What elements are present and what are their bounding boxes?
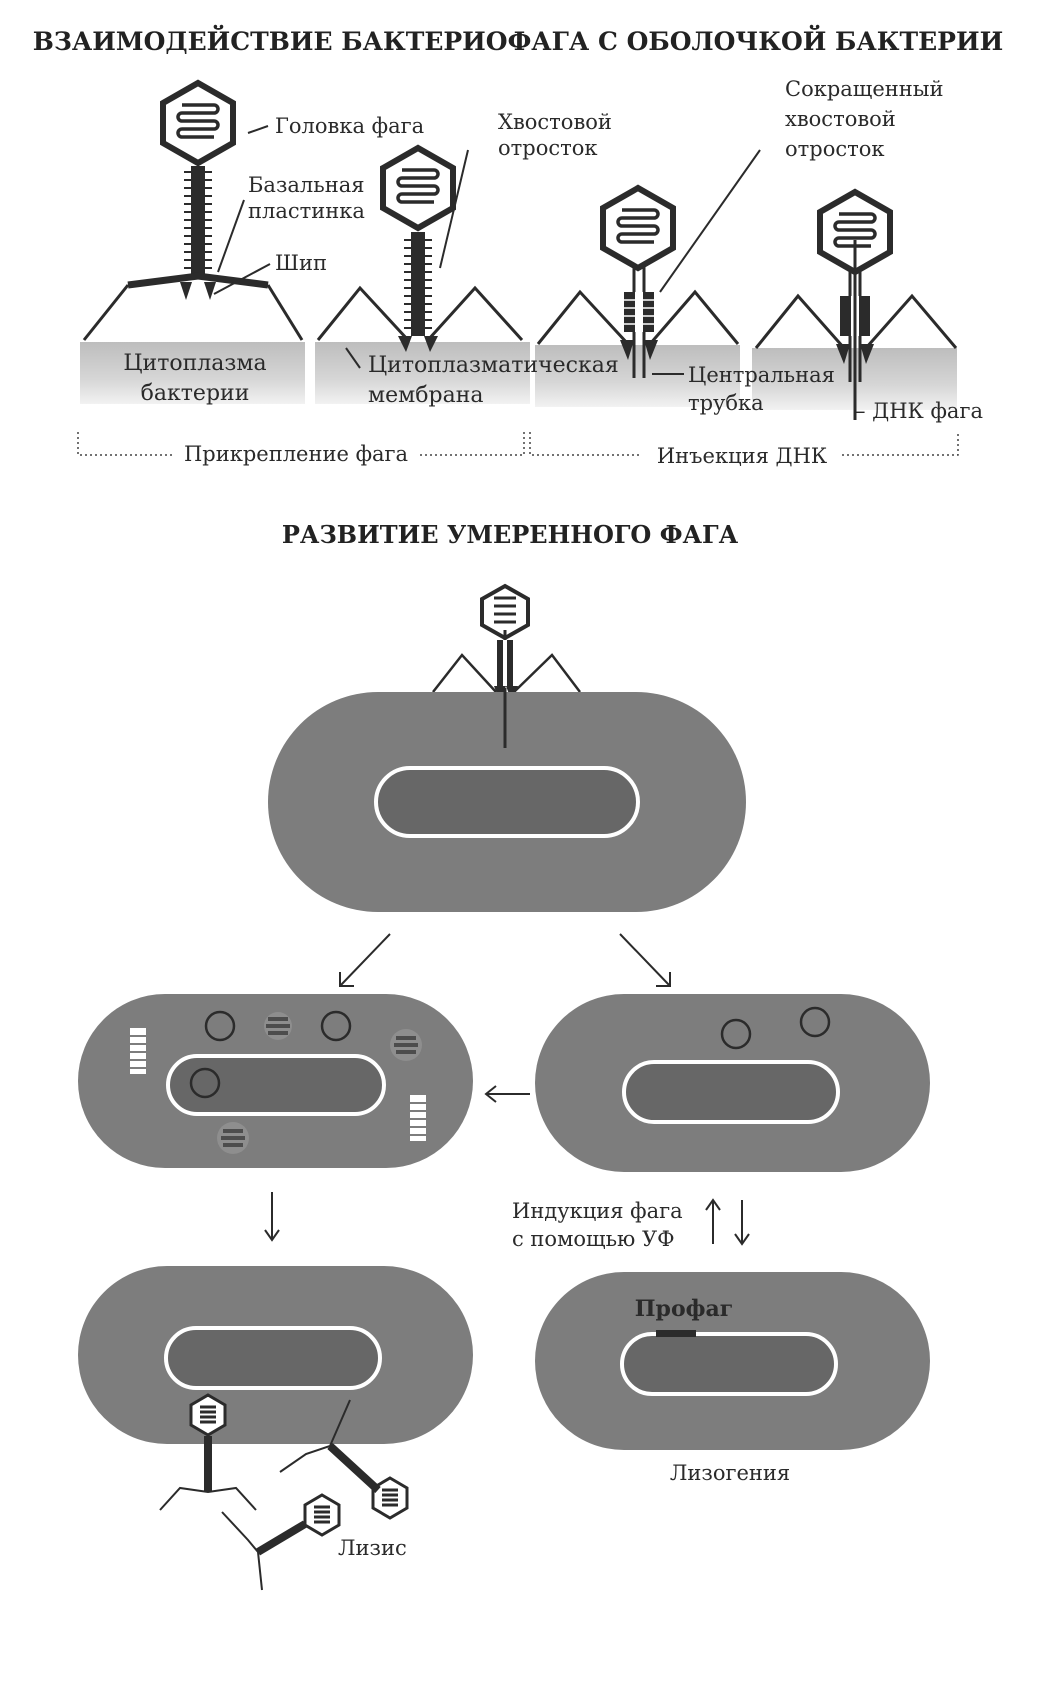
arrows: [264, 933, 750, 1246]
label-contracted-2: хвостовой: [785, 107, 896, 131]
bacterium-replication: [78, 994, 473, 1168]
bacterium-lysogeny: [535, 1272, 930, 1450]
label-tail-2: отросток: [498, 136, 598, 160]
bacterium-lysis: [78, 1266, 473, 1444]
top-labels: Головка фага Базальная пластинка Шип Хво…: [123, 77, 983, 423]
label-lysis: Лизис: [338, 1536, 407, 1560]
stage-brackets: [77, 432, 959, 456]
attaching-phage: [432, 583, 581, 748]
label-prophage: Профаг: [635, 1296, 733, 1322]
label-cytoplasm-2: бактерии: [141, 381, 250, 406]
label-tail-1: Хвостовой: [498, 110, 612, 134]
phage-panel-4: [754, 192, 958, 420]
label-basal-plate-2: пластинка: [248, 199, 365, 223]
title-interaction: ВЗАИМОДЕЙСТВИЕ БАКТЕРИОФАГА С ОБОЛОЧКОЙ …: [33, 25, 1003, 56]
label-injection: Инъекция ДНК: [657, 444, 827, 468]
label-attachment: Прикрепление фага: [184, 442, 408, 466]
bacterium-injected: [535, 994, 930, 1172]
bacterium-initial: [268, 692, 746, 912]
label-spike: Шип: [275, 251, 327, 275]
label-phage-dna: – ДНК фага: [855, 399, 983, 423]
label-cytoplasm-1: Цитоплазма: [123, 351, 266, 376]
phage-panel-2: [316, 148, 524, 369]
label-central-tube-1: Центральная: [688, 363, 835, 387]
phage-panel-1: [82, 83, 304, 341]
title-development: РАЗВИТИЕ УМЕРЕННОГО ФАГА: [282, 520, 739, 549]
phage-panel-3: [536, 149, 761, 378]
label-induction-1: Индукция фага: [512, 1199, 683, 1223]
label-basal-plate-1: Базальная: [248, 173, 364, 197]
label-phage-head: Головка фага: [275, 114, 424, 138]
label-contracted-3: отросток: [785, 137, 885, 161]
label-membrane-1: Цитоплазматическая: [368, 353, 619, 378]
label-induction-2: с помощью УФ: [512, 1227, 675, 1251]
label-contracted-1: Сокращенный: [785, 77, 943, 101]
label-lysogeny: Лизогения: [670, 1461, 790, 1485]
label-membrane-2: мембрана: [368, 383, 483, 408]
label-central-tube-2: трубка: [688, 391, 764, 415]
released-phages: [159, 1393, 409, 1591]
